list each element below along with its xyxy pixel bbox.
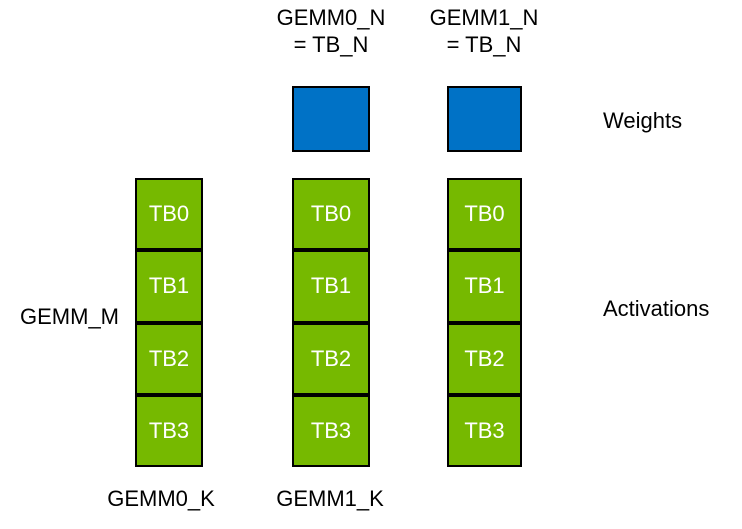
thread-block-label: TB0 xyxy=(148,201,190,227)
gemm1-n-line1: GEMM1_N xyxy=(429,5,539,30)
gemm-m-label: GEMM_M xyxy=(20,304,119,329)
activation-column-2: TB0 TB1 TB2 TB3 xyxy=(447,178,522,467)
thread-block-tb3: TB3 xyxy=(135,394,203,467)
gemm0-n-line2: = TB_N xyxy=(293,32,369,57)
gemm0-n-line1: GEMM0_N xyxy=(276,5,386,30)
thread-block-tb2: TB2 xyxy=(292,322,370,395)
thread-block-label: TB3 xyxy=(310,417,352,443)
thread-block-tb0: TB0 xyxy=(447,178,522,251)
gemm0-n-header-label: GEMM0_N = TB_N xyxy=(251,4,411,58)
thread-block-tb1: TB1 xyxy=(292,250,370,323)
weights-square-gemm0 xyxy=(292,86,370,152)
weights-legend-label: Weights xyxy=(603,108,683,133)
thread-block-label: TB3 xyxy=(464,417,505,443)
thread-block-label: TB0 xyxy=(464,201,505,227)
thread-block-tb0: TB0 xyxy=(292,178,370,251)
thread-block-tb1: TB1 xyxy=(135,250,203,323)
thread-block-tb3: TB3 xyxy=(292,394,370,467)
thread-block-tb2: TB2 xyxy=(447,322,522,395)
gemm0-k-label: GEMM0_K xyxy=(107,486,215,511)
thread-block-tb0: TB0 xyxy=(135,178,203,251)
gemm1-n-header-label: GEMM1_N = TB_N xyxy=(404,4,564,58)
activations-legend-label: Activations xyxy=(603,296,710,321)
thread-block-label: TB1 xyxy=(310,273,352,299)
thread-block-label: TB2 xyxy=(310,345,352,371)
weights-square-gemm1 xyxy=(447,86,522,152)
thread-block-label: TB3 xyxy=(148,417,190,443)
thread-block-label: TB0 xyxy=(310,201,352,227)
gemm1-n-line2: = TB_N xyxy=(446,32,522,57)
thread-block-tb1: TB1 xyxy=(447,250,522,323)
activation-column-1: TB0 TB1 TB2 TB3 xyxy=(292,178,370,467)
thread-block-tb2: TB2 xyxy=(135,322,203,395)
thread-block-tb3: TB3 xyxy=(447,394,522,467)
activation-column-0: TB0 TB1 TB2 TB3 xyxy=(135,178,203,467)
gemm1-k-label: GEMM1_K xyxy=(276,486,384,511)
thread-block-label: TB2 xyxy=(464,345,505,371)
thread-block-label: TB2 xyxy=(148,345,190,371)
thread-block-label: TB1 xyxy=(464,273,505,299)
thread-block-label: TB1 xyxy=(148,273,190,299)
